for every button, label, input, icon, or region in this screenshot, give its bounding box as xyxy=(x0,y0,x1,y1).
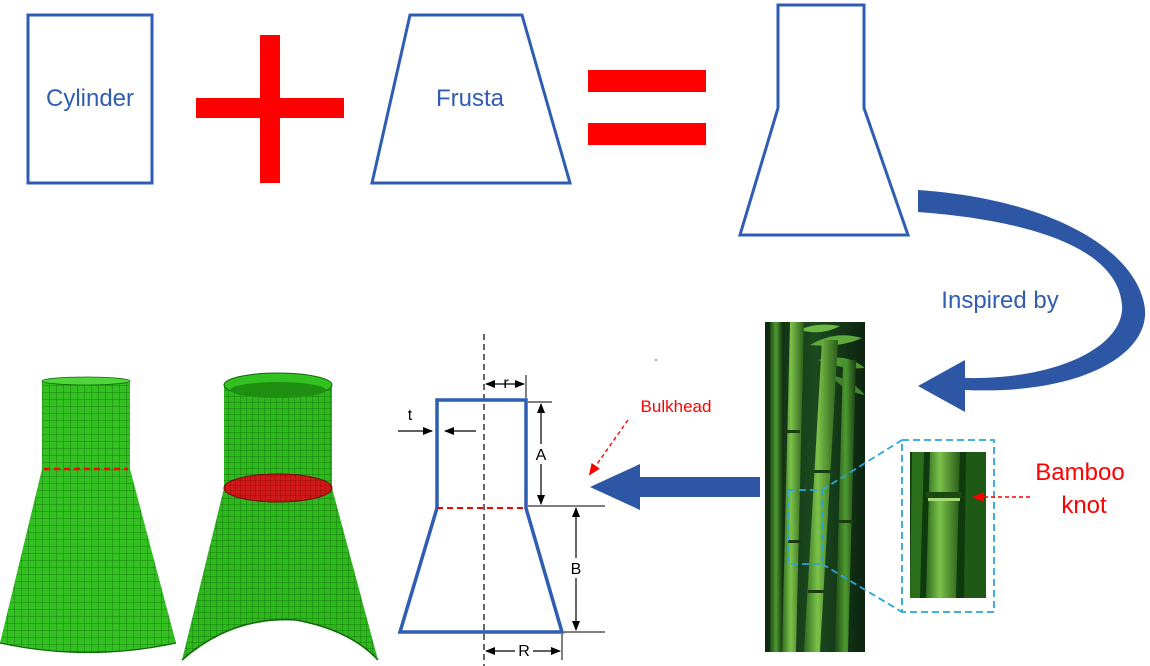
frusta-shape: Frusta xyxy=(370,13,572,185)
bamboo-callout xyxy=(787,439,995,613)
curved-arrow-icon xyxy=(918,190,1146,412)
bulkhead-mesh xyxy=(223,473,333,503)
mesh-model-icon xyxy=(0,376,177,654)
stray-dot xyxy=(655,359,657,361)
cylinder-label: Cylinder xyxy=(46,85,134,112)
bamboo-zoom-photo xyxy=(910,452,986,598)
bamboo-label-line2: knot xyxy=(1061,492,1107,519)
top-radius-label: r xyxy=(503,375,509,392)
upper-height-label: A xyxy=(536,447,547,464)
bamboo-photo xyxy=(765,322,865,652)
cylinder-shape: Cylinder xyxy=(26,13,154,185)
thickness-label: t xyxy=(408,407,413,424)
left-arrow-icon xyxy=(590,464,760,510)
bulkhead-label: Bulkhead xyxy=(641,397,712,416)
bulkhead-arrow xyxy=(588,419,629,476)
equals-sign-icon xyxy=(588,70,706,145)
combined-shape xyxy=(737,3,911,237)
bamboo-label-line1: Bamboo xyxy=(1035,459,1124,486)
mesh-model-cutaway-icon xyxy=(181,372,379,661)
frusta-label: Frusta xyxy=(436,85,505,112)
bottom-radius-label: R xyxy=(518,643,530,660)
cross-section-schematic: r t A B R xyxy=(397,334,605,666)
plus-sign-icon xyxy=(196,35,344,183)
inspired-label: Inspired by xyxy=(941,287,1058,314)
lower-height-label: B xyxy=(571,561,582,578)
